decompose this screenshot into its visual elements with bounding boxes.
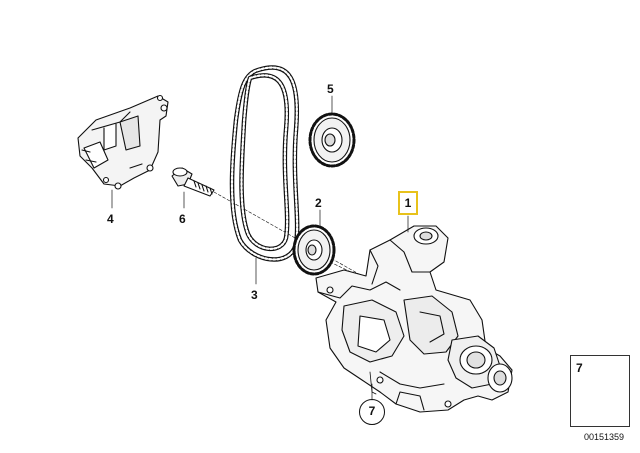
chain-part[interactable]	[229, 65, 300, 285]
callout-part-5[interactable]: 5	[327, 82, 334, 96]
callout-part-6[interactable]: 6	[179, 212, 186, 226]
reference-number: 00151359	[584, 432, 625, 442]
tensioner-cover-part[interactable]	[77, 94, 169, 209]
upper-sprocket-part[interactable]	[308, 95, 356, 168]
bolt-part[interactable]	[171, 167, 381, 287]
callout-part-1[interactable]: 1	[398, 191, 418, 215]
callout-part-7[interactable]: 7	[359, 399, 385, 425]
legend-number: 7	[576, 361, 583, 375]
callout-part-4[interactable]: 4	[107, 212, 114, 226]
callout-part-3[interactable]: 3	[251, 288, 258, 302]
oil-pump-part[interactable]	[315, 215, 513, 413]
lower-sprocket-part[interactable]	[292, 209, 373, 283]
legend-box	[570, 355, 630, 427]
callout-part-2[interactable]: 2	[315, 196, 322, 210]
